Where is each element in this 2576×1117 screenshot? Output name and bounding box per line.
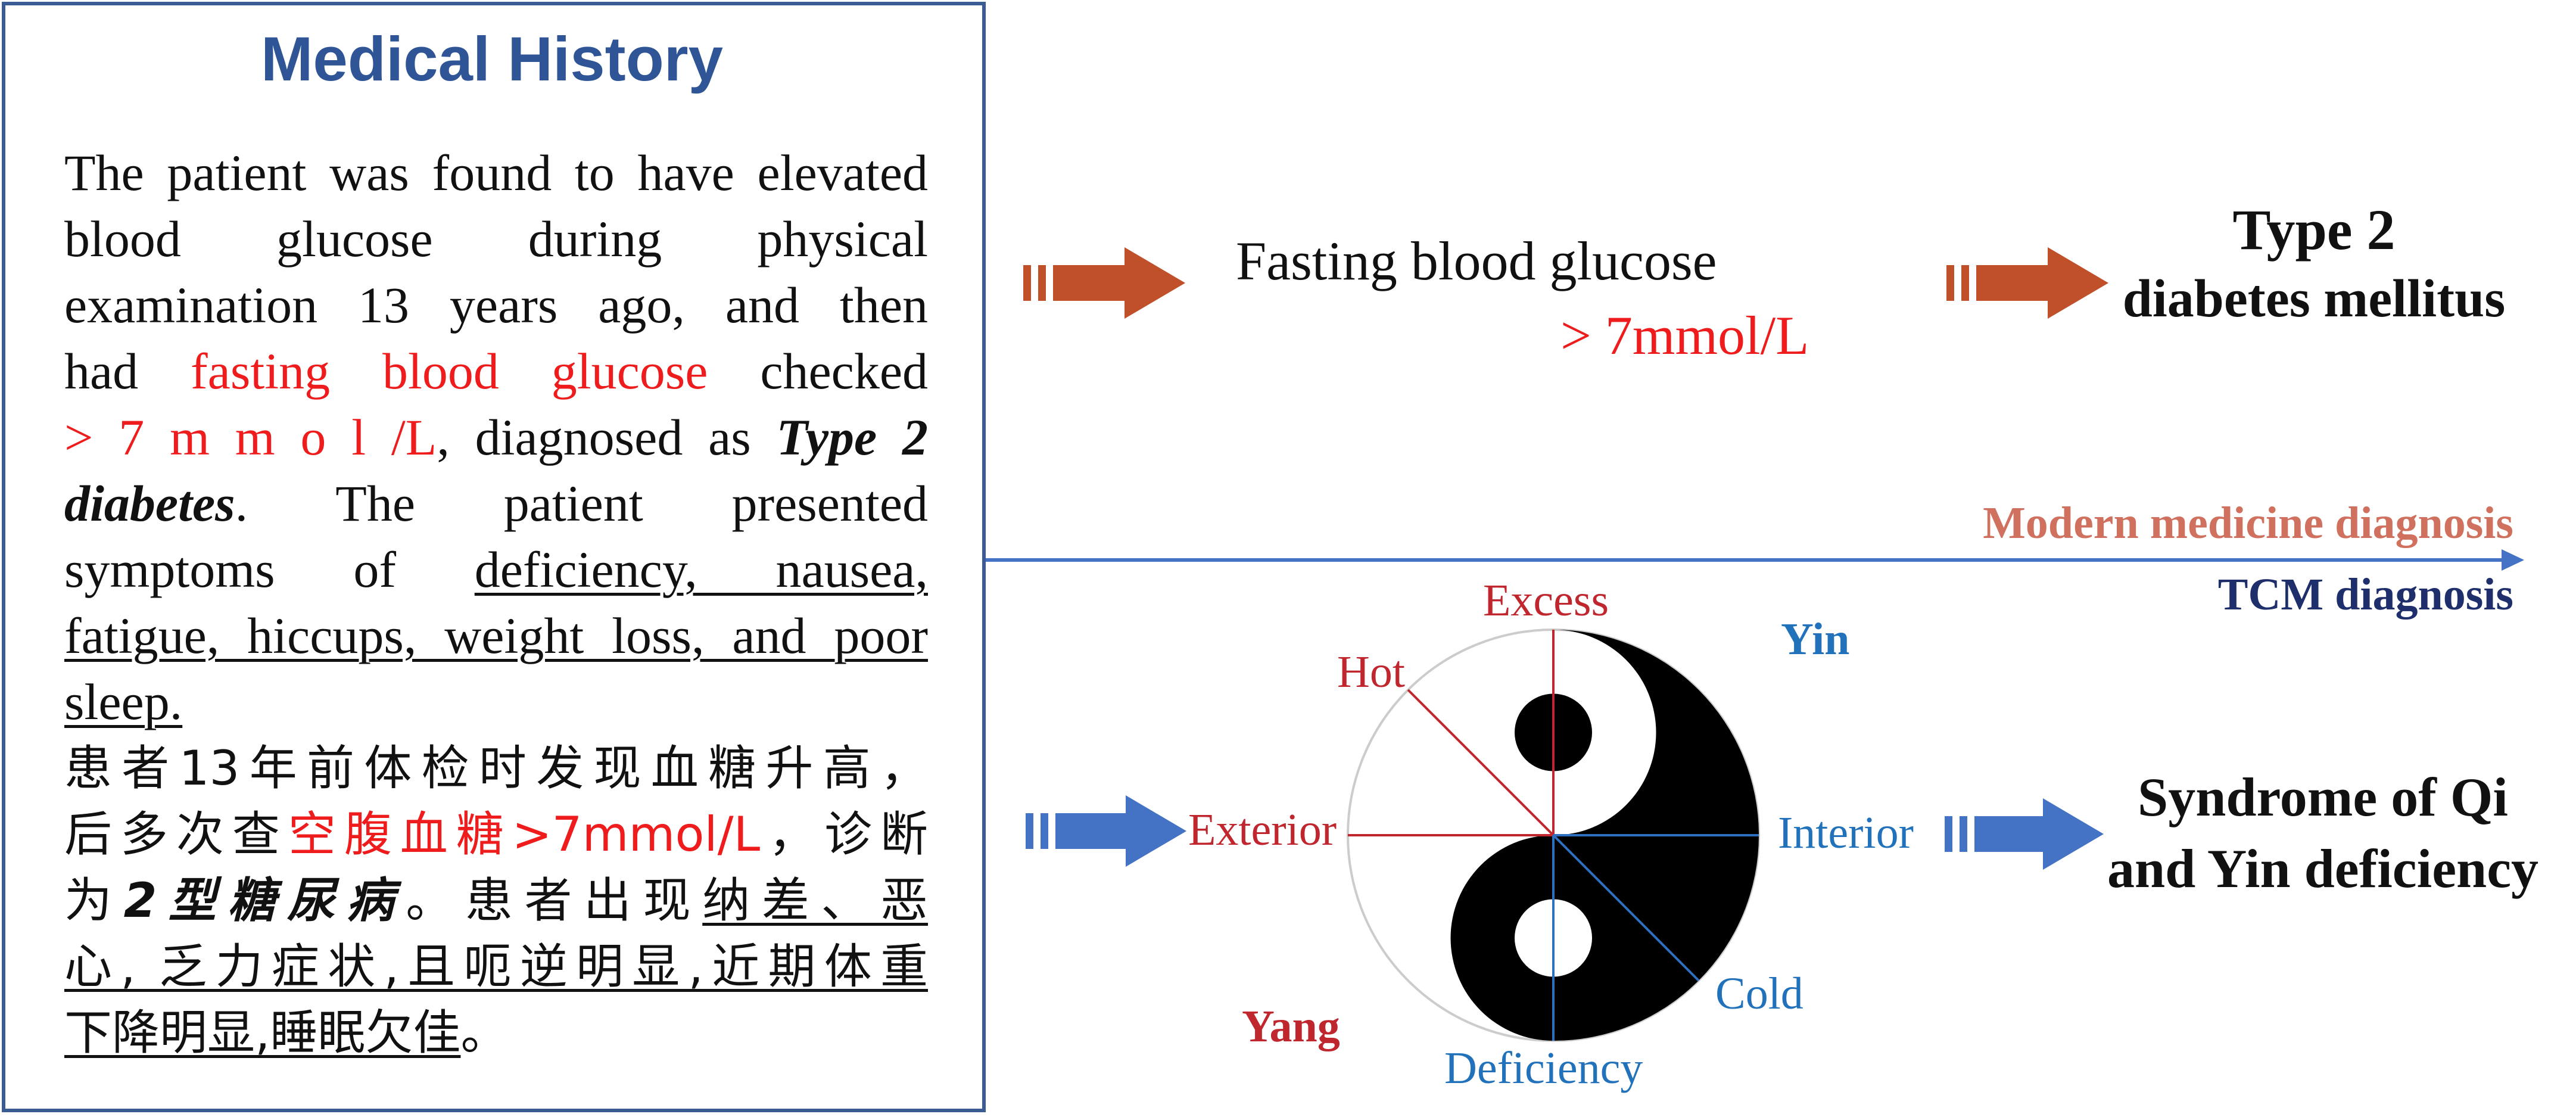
- exterior-label: Exterior: [1188, 805, 1337, 855]
- history-en-line-1: The patient was found to have elevated: [64, 144, 928, 201]
- deficiency-label: Deficiency: [1444, 1043, 1643, 1093]
- history-en-line-8: fatigue, hiccups, weight loss, and poor: [64, 607, 928, 664]
- modern-medicine-diagnosis-label: Modern medicine diagnosis: [1983, 498, 2513, 548]
- history-en-line-4: had fasting blood glucose checked: [64, 343, 929, 400]
- syndrome-label-line-2: and Yin deficiency: [2107, 838, 2539, 899]
- history-en-line-5: > 7 m m o l /L, diagnosed as Type 2: [64, 409, 928, 466]
- orange-arrow-2: [1946, 247, 2108, 319]
- medical-history-title: Medical History: [260, 24, 724, 94]
- history-zh-line-3: 为2型糖尿病。患者出现纳差、恶: [64, 873, 929, 928]
- syndrome-label-line-1: Syndrome of Qi: [2138, 767, 2508, 827]
- history-en-line-9: sleep.: [64, 673, 183, 730]
- glucose-value-highlight: > 7 m m o l /L: [64, 409, 437, 466]
- history-zh-line-4: 心, 乏力症状,且呃逆明显,近期体重: [64, 939, 928, 994]
- history-en-line-6: diabetes. The patient presented: [64, 475, 928, 532]
- type2-diabetes-label-line-1: Type 2: [2232, 198, 2396, 262]
- type2-diabetes-label-line-2: diabetes mellitus: [2122, 269, 2506, 328]
- history-zh-line-5: 下降明显,睡眠欠佳。: [64, 1005, 509, 1060]
- blue-arrow-2: [1945, 798, 2104, 870]
- yin-label: Yin: [1781, 614, 1850, 664]
- yin-yang-symbol: [1347, 628, 1760, 1042]
- yang-label: Yang: [1242, 1001, 1340, 1051]
- interior-label: Interior: [1778, 808, 1914, 858]
- history-en-line-2: blood glucose during physical: [64, 210, 928, 267]
- history-en-line-3: examination 13 years ago, and then: [64, 276, 928, 334]
- history-zh-line-1: 患者13年前体检时发现血糖升高，: [64, 740, 928, 796]
- history-en-line-7: symptoms of deficiency, nausea,: [64, 541, 928, 598]
- tcm-diagnosis-label: TCM diagnosis: [2217, 570, 2513, 620]
- cold-label: Cold: [1715, 969, 1803, 1019]
- orange-arrow-1: [1023, 247, 1185, 319]
- fasting-glucose-label: Fasting blood glucose: [1236, 231, 1717, 291]
- fasting-glucose-value: > 7mmol/L: [1560, 305, 1809, 366]
- history-zh-line-2: 后多次查空腹血糖>7mmol/L，诊断: [64, 807, 929, 862]
- excess-label: Excess: [1483, 575, 1609, 626]
- diagnosis-axis-arrow: [986, 549, 2524, 571]
- hot-label: Hot: [1337, 647, 1405, 697]
- medical-history-box: [2, 2, 986, 1112]
- medical-history-text: The patient was found to have elevated b…: [64, 140, 928, 1066]
- fasting-glucose-highlight: fasting blood glucose: [191, 343, 708, 400]
- blue-arrow-1: [1026, 795, 1186, 867]
